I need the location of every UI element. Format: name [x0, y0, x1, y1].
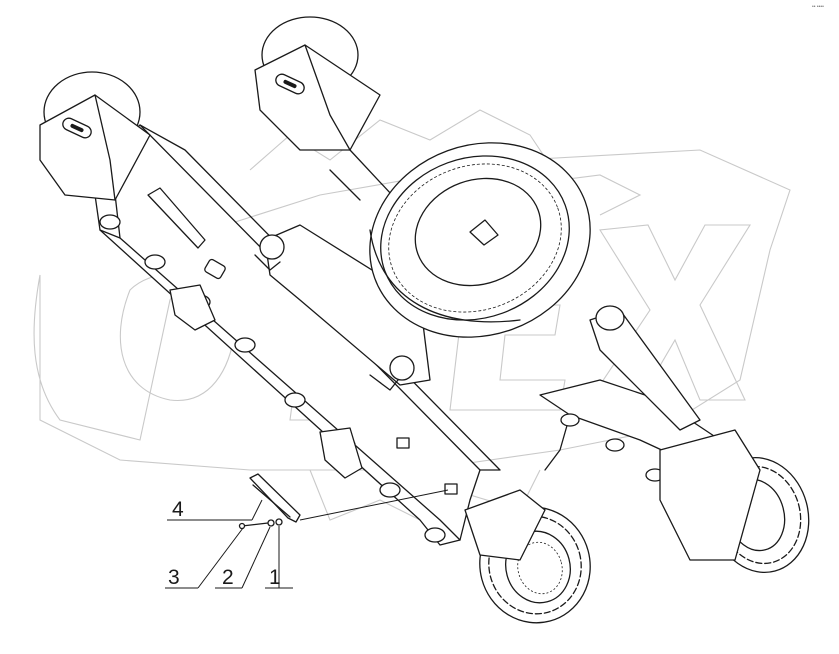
- part-1-nut: [275, 518, 283, 526]
- bottom-rollers: [99, 214, 446, 543]
- drive-sprocket-right: [659, 429, 810, 574]
- part-4-bracket: [249, 473, 301, 523]
- callout-3: 3: [168, 566, 180, 589]
- track-frame-left: [94, 124, 501, 546]
- frame-guard-lower: [319, 427, 363, 479]
- cross-beam: [254, 224, 431, 391]
- frame-plate: [204, 258, 226, 280]
- frame-block-1: [396, 437, 410, 449]
- frame-block-2: [444, 483, 458, 495]
- callout-1: 1: [269, 566, 281, 589]
- part-2-washer: [267, 519, 275, 527]
- callout-leaders: [165, 499, 293, 589]
- frame-guard-upper: [169, 284, 216, 331]
- ring-center-hub: [469, 219, 499, 246]
- exploded-parts: [238, 473, 449, 530]
- corner-mark: •• ••••: [812, 4, 824, 10]
- callout-2: 2: [222, 566, 234, 589]
- callout-4: 4: [172, 498, 184, 521]
- part-3-bolt: [241, 522, 269, 527]
- idler-upper-center: [254, 16, 421, 226]
- idler-upper-left: [39, 71, 151, 201]
- frame-top-bracket: [147, 187, 206, 249]
- slewing-ring: [369, 142, 591, 338]
- drive-sprocket-left: [464, 489, 591, 624]
